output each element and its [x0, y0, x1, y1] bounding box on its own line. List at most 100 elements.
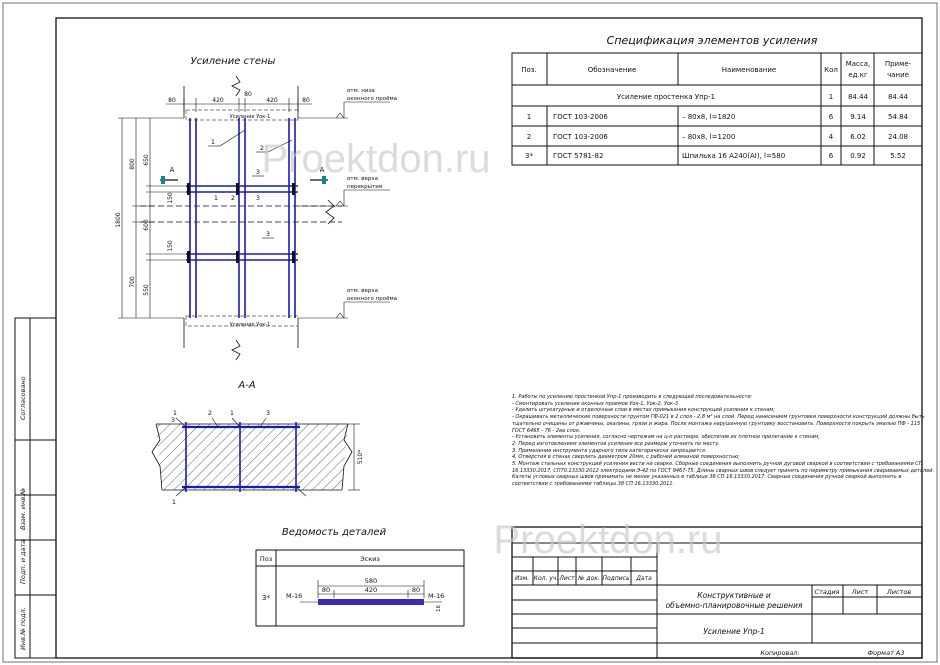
section-callout-2: 2 [208, 409, 212, 417]
spec-row: 1 ГОСТ 103-2006 – 80х8, l=1820 6 9.14 54… [527, 113, 909, 121]
top-dim-2: 420 [212, 97, 224, 104]
spec-row-mass: 9.14 [850, 113, 866, 121]
elevation-marks [298, 101, 390, 319]
total-dim-1800: 1800 [115, 212, 122, 227]
elev-2-line-2: перекрытия [347, 184, 382, 190]
stamp-col-sheet: Лист [558, 575, 575, 582]
spec-col-designation: Обозначение [588, 66, 637, 74]
details-table [255, 549, 465, 627]
top-dimensions [166, 98, 312, 112]
wall-callout-3: 3 [256, 168, 260, 176]
title-block [511, 526, 923, 659]
top-dim-4: 420 [266, 97, 278, 104]
section-dim: 510* [357, 450, 364, 464]
section-letter-right: А [320, 166, 325, 174]
spec-col-note-1: Приме- [885, 60, 912, 68]
left-dim-650: 650 [143, 154, 150, 166]
left-dim-800: 800 [129, 158, 136, 170]
wall-callout-6: 3 [256, 194, 260, 202]
note-line: тщательно очищены от ржавчины, окалины, … [512, 420, 921, 427]
stamp-project-line-1: Конструктивные и [697, 591, 771, 600]
note-line: - Окрашивать металлические поверхности г… [512, 414, 925, 421]
side-stamp [14, 317, 57, 659]
spec-group-mass: 84.44 [848, 93, 869, 101]
stud-part-middle: 420 [365, 586, 377, 594]
note-line: - Установить элементы усиления, согласно… [512, 434, 820, 441]
spec-header: Поз. Обозначение Наименование Кол Масса,… [521, 60, 911, 79]
details-col-pos: Поз [260, 555, 273, 563]
details-title: Ведомость деталей [282, 527, 387, 538]
section-callout-6: 1 [172, 498, 176, 506]
spec-group-row: Усиление простенка Упр-1 1 84.44 84.44 [617, 93, 909, 101]
window-lintels [185, 109, 299, 327]
spec-row: 3* ГОСТ 5781-82 Шпилька 16 А240(АI), l=5… [525, 152, 906, 160]
general-notes: 1. Работы по усилению простенкой Упр-1 п… [512, 394, 934, 488]
spec-col-name: Наименование [722, 66, 776, 74]
side-label-sign-date: Подп. и дата [19, 540, 27, 584]
left-dim-150-bottom: 150 [167, 240, 174, 252]
section-studs [185, 422, 297, 492]
studs [187, 183, 295, 263]
section-marker-right [322, 176, 326, 184]
note-line: ГОСТ 6465 - 76 - 2ва слоя. [512, 427, 581, 434]
note-line: - Удалить штукатурные и отделочные слои … [512, 407, 775, 414]
top-dim-5: 80 [302, 97, 310, 104]
spec-row-note: 5.52 [890, 152, 906, 160]
spec-group-name: Усиление простенка Упр-1 [617, 93, 715, 101]
stud-thread-left: М-16 [286, 592, 302, 600]
watermark-top: Proektdon.ru [261, 137, 490, 181]
spec-row-pos: 1 [527, 113, 531, 121]
spec-row-designation: ГОСТ 5781-82 [553, 152, 603, 160]
note-line: - Смонтировать усиление оконных проемов … [512, 400, 679, 407]
note-line: 3. Применение инструмента ударного типа … [512, 447, 707, 454]
note-line: 1. Работы по усилению простенкой Упр-1 п… [512, 394, 753, 400]
spec-row-mass: 6.02 [850, 133, 866, 141]
spec-row-mass: 0.92 [850, 152, 866, 160]
watermark-bottom: Proektdon.ru [493, 518, 722, 562]
spec-col-note-2: чание [887, 71, 909, 79]
section-marker-left [161, 176, 165, 184]
horizontal-strips [186, 185, 298, 261]
stamp-stage: Стадия [815, 588, 840, 596]
lintel-bottom-label: Усиление Уок-1 [230, 322, 271, 328]
stud-total-length: 580 [365, 577, 377, 585]
side-label-agreed: Согласовано [19, 376, 27, 420]
section-title: А-А [237, 380, 255, 391]
spec-row-pos: 2 [527, 133, 531, 141]
section-callout-3: 1 [230, 409, 234, 417]
spec-group-qty: 1 [829, 93, 833, 101]
spec-row-name: – 80х8, l=1820 [682, 113, 735, 121]
stud-part-right: 80 [412, 586, 420, 594]
left-dimensions [118, 117, 186, 319]
spec-table [511, 52, 923, 166]
spec-row-note: 24.08 [888, 133, 908, 141]
elev-1-line-2: оконного проёма [347, 96, 397, 102]
spec-row-designation: ГОСТ 103-2006 [553, 113, 608, 121]
spec-row-qty: 6 [829, 152, 834, 160]
top-dim-3: 80 [244, 91, 252, 98]
stamp-copied: Копировал: [760, 649, 799, 657]
wall-drawing: Усиление Уок-1 Усиление Уок-1 80 420 80 … [115, 75, 397, 361]
section-letter-left: А [170, 166, 175, 174]
stamp-col-sign: Подпись [603, 575, 630, 582]
elev-1-line-1: отм. низа [347, 88, 375, 94]
wall-drawing-title: Усиление стены [191, 56, 276, 67]
note-line: соответствии с требованиями таблицы 38 С… [512, 481, 675, 488]
elev-2-line-1: отм. верха [347, 176, 378, 182]
spec-row-qty: 6 [829, 113, 834, 121]
stamp-format: Формат А3 [867, 649, 904, 657]
section-hatch [156, 424, 348, 490]
spec-title: Спецификация элементов усиления [607, 34, 818, 47]
stamp-col-doc: № док. [577, 575, 600, 582]
left-dim-600: 600 [143, 219, 150, 231]
spec-row-qty: 4 [829, 133, 834, 141]
top-dim-1: 80 [168, 97, 176, 104]
callout-leaders [208, 129, 293, 239]
spec-row-note: 54.84 [888, 113, 909, 121]
details-row-pos: 3* [262, 594, 270, 602]
wall-callout-2: 2 [260, 144, 264, 152]
wall-callout-1: 1 [211, 138, 215, 146]
spec-row: 2 ГОСТ 103-2006 – 80х8, l=1200 4 6.02 24… [527, 133, 908, 141]
stud-thread-right: М-16 [428, 592, 444, 600]
left-dim-700: 700 [129, 276, 136, 288]
